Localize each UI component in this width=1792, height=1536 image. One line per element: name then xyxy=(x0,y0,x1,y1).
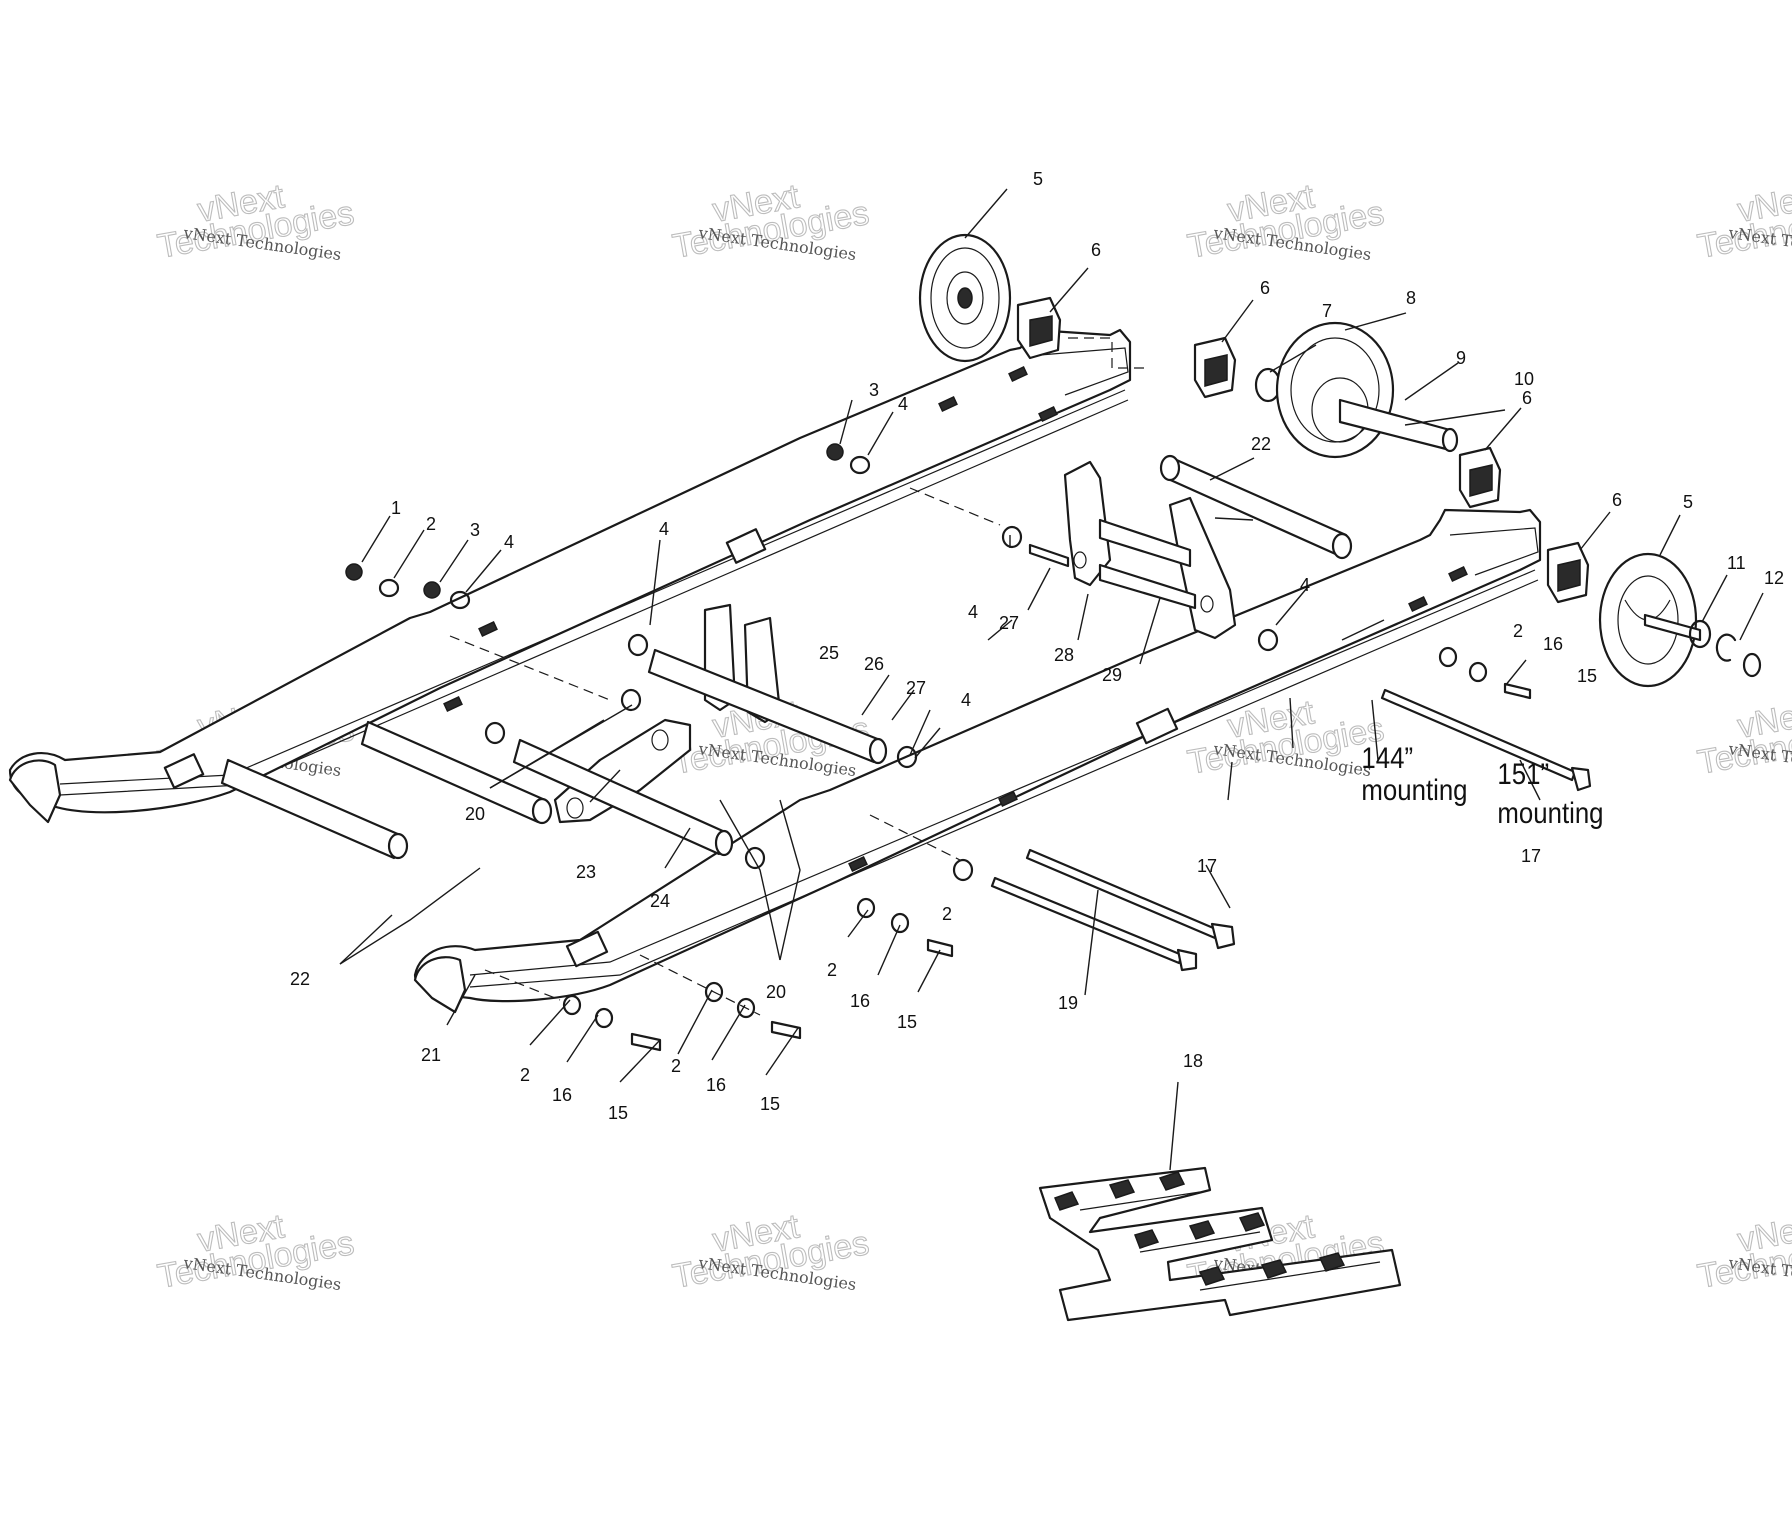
callout-10: 10 xyxy=(1514,369,1534,389)
idler-shafts-22-front xyxy=(220,720,553,860)
shaft-24 xyxy=(512,738,734,857)
callout-16: 16 xyxy=(706,1075,726,1095)
callout-15: 15 xyxy=(897,1012,917,1032)
bolt-17-lower xyxy=(1025,848,1236,950)
watermark-bottom-edge: vNext Technologies vNext Technologies xyxy=(1694,1207,1792,1297)
callout-29: 29 xyxy=(1102,665,1122,685)
callout-8: 8 xyxy=(1406,288,1416,308)
callout-16: 16 xyxy=(1543,634,1563,654)
callouts: 1 2 3 4 3 4 4 4 4 4 5 6 6 7 8 9 10 6 6 5… xyxy=(290,169,1784,1123)
callout-28: 28 xyxy=(1054,645,1074,665)
center-wheel xyxy=(1275,321,1395,459)
callout-24: 24 xyxy=(650,891,670,911)
callout-4: 4 xyxy=(1300,575,1310,595)
mounting-151-word: mounting xyxy=(1497,796,1603,829)
callout-6: 6 xyxy=(1612,490,1622,510)
washer-12 xyxy=(1742,652,1762,678)
axle-bearing-block-1 xyxy=(1016,296,1062,360)
callout-7: 7 xyxy=(1322,301,1332,321)
axle-bearing-block-4 xyxy=(1546,541,1590,604)
callout-17: 17 xyxy=(1197,856,1217,876)
callout-2: 2 xyxy=(426,514,436,534)
watermark-mid-right: vNext Technologies vNext Technologies xyxy=(1184,693,1387,783)
track-18 xyxy=(1038,1166,1402,1322)
hardware xyxy=(345,443,1532,1052)
callout-4: 4 xyxy=(898,394,908,414)
callout-2: 2 xyxy=(827,960,837,980)
rear-wheel-right xyxy=(1598,552,1702,688)
rear-arm-bracket xyxy=(1028,460,1237,640)
rear-wheel-left xyxy=(918,233,1012,363)
mounting-151-label: 151” xyxy=(1497,757,1549,790)
callout-4: 4 xyxy=(659,519,669,539)
watermark-bottom-center: vNext Technologies vNext Technologies xyxy=(669,1207,872,1297)
callout-9: 9 xyxy=(1456,348,1466,368)
callout-15: 15 xyxy=(760,1094,780,1114)
callout-4: 4 xyxy=(961,690,971,710)
mounting-144-word: mounting xyxy=(1361,773,1467,806)
callout-12: 12 xyxy=(1764,568,1784,588)
callout-20: 20 xyxy=(766,982,786,1002)
callout-2: 2 xyxy=(671,1056,681,1076)
leader-lines xyxy=(339,188,1764,1171)
callout-15: 15 xyxy=(1577,666,1597,686)
watermark-top-right: vNext Technologies vNext Technologies xyxy=(1184,177,1387,267)
callout-2: 2 xyxy=(1513,621,1523,641)
bolt-19 xyxy=(990,876,1198,972)
bolt-17-upper xyxy=(1380,688,1592,792)
watermark-top-center: vNext Technologies vNext Technologies xyxy=(669,177,872,267)
rail-left xyxy=(8,328,1132,824)
callout-3: 3 xyxy=(869,380,879,400)
callout-5: 5 xyxy=(1683,492,1693,512)
watermark-mid-edge: vNext Technologies vNext Technologies xyxy=(1694,693,1792,783)
mounting-labels: 144” mounting 151” mounting xyxy=(1361,741,1603,829)
callout-25: 25 xyxy=(819,643,839,663)
callout-2: 2 xyxy=(520,1065,530,1085)
watermark-bottom-left: vNext Technologies vNext Technologies xyxy=(154,1207,357,1297)
axle-bearing-block-3 xyxy=(1458,446,1502,509)
callout-6: 6 xyxy=(1260,278,1270,298)
mounting-144-label: 144” xyxy=(1361,741,1413,774)
callout-4: 4 xyxy=(968,602,978,622)
callout-22: 22 xyxy=(1251,434,1271,454)
callout-22: 22 xyxy=(290,969,310,989)
callout-6: 6 xyxy=(1522,388,1532,408)
callout-16: 16 xyxy=(850,991,870,1011)
bearing-11 xyxy=(1688,619,1712,649)
callout-23: 23 xyxy=(576,862,596,882)
callout-15: 15 xyxy=(608,1103,628,1123)
callout-21: 21 xyxy=(421,1045,441,1065)
rear-axle-shaft xyxy=(1338,398,1459,453)
retaining-ring-12 xyxy=(1715,633,1737,662)
callout-20: 20 xyxy=(465,804,485,824)
callout-19: 19 xyxy=(1058,993,1078,1013)
callout-4: 4 xyxy=(504,532,514,552)
callout-5: 5 xyxy=(1033,169,1043,189)
axle-bearing-block-2 xyxy=(1193,336,1237,399)
rear-idler-shaft-22 xyxy=(1159,454,1353,560)
watermark-top-edge: vNext Technologies vNext Technologies xyxy=(1694,177,1792,267)
callout-2: 2 xyxy=(942,904,952,924)
callout-27: 27 xyxy=(906,678,926,698)
watermark-top-left: vNext Technologies vNext Technologies xyxy=(154,177,357,267)
callout-1: 1 xyxy=(391,498,401,518)
callout-3: 3 xyxy=(470,520,480,540)
callout-17: 17 xyxy=(1521,846,1541,866)
callout-26: 26 xyxy=(864,654,884,674)
shaft-26 xyxy=(647,648,888,765)
callout-6: 6 xyxy=(1091,240,1101,260)
callout-18: 18 xyxy=(1183,1051,1203,1071)
callout-11: 11 xyxy=(1727,553,1746,573)
callout-16: 16 xyxy=(552,1085,572,1105)
callout-27: 27 xyxy=(999,613,1019,633)
